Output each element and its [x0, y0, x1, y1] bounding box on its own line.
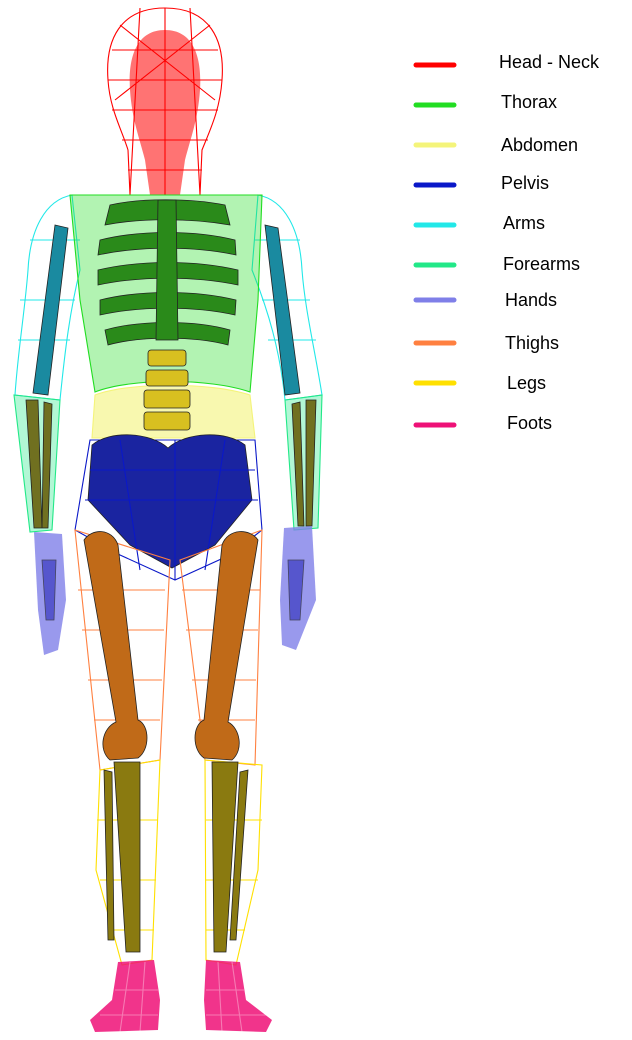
- foots-segment: [90, 960, 272, 1032]
- legend-item-head-neck: Head - Neck: [416, 52, 600, 72]
- legend-item-hands: Hands: [416, 290, 557, 310]
- legend-label: Hands: [505, 290, 557, 310]
- legend-label: Thorax: [501, 92, 557, 112]
- legend: Head - Neck Thorax Abdomen Pelvis Arms F…: [416, 52, 600, 433]
- legend-label: Thighs: [505, 333, 559, 353]
- legend-label: Head - Neck: [499, 52, 600, 72]
- legend-label: Arms: [503, 213, 545, 233]
- legend-label: Forearms: [503, 254, 580, 274]
- legend-label: Abdomen: [501, 135, 578, 155]
- legend-item-forearms: Forearms: [416, 254, 580, 274]
- head-neck-segment: [108, 8, 223, 195]
- legend-item-abdomen: Abdomen: [416, 135, 578, 155]
- legend-label: Pelvis: [501, 173, 549, 193]
- legend-item-foots: Foots: [416, 413, 552, 433]
- legend-item-thighs: Thighs: [416, 333, 559, 353]
- spine-lumbar: [144, 350, 190, 430]
- legs-segment: [96, 760, 262, 965]
- legend-item-arms: Arms: [416, 213, 545, 233]
- legend-item-legs: Legs: [416, 373, 546, 393]
- body-model: [14, 8, 322, 1032]
- legend-item-thorax: Thorax: [416, 92, 557, 112]
- legend-label: Foots: [507, 413, 552, 433]
- legend-label: Legs: [507, 373, 546, 393]
- legend-item-pelvis: Pelvis: [416, 173, 549, 193]
